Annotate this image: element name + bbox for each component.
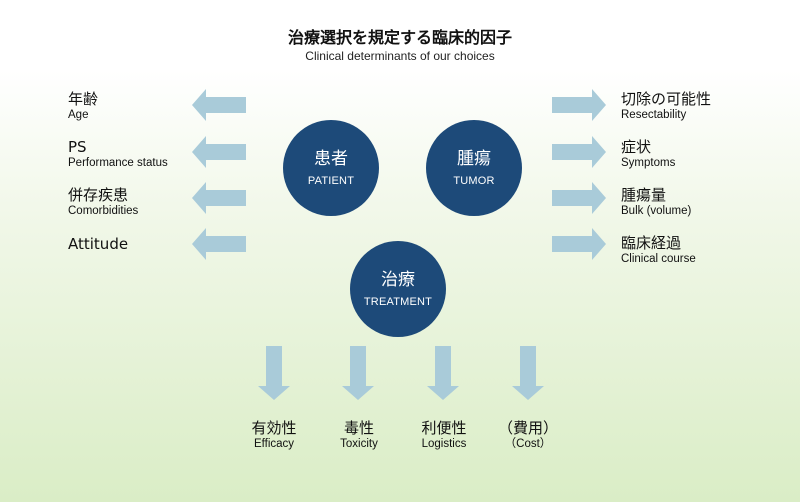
tumor-circle-jp: 腫瘍 — [457, 148, 491, 169]
factor-label-en: Bulk (volume) — [621, 205, 692, 217]
factor-label-jp: 併存疾患 — [68, 186, 129, 204]
tumor-factor-arrow — [550, 182, 606, 214]
factor-label-jp: 症状 — [621, 138, 652, 156]
tumor-factor-arrow — [550, 228, 606, 260]
outcome-label-en: Efficacy — [253, 438, 295, 450]
patient-factor-age: 年齢 Age — [68, 90, 98, 123]
outcome-label-en: Toxicity — [340, 438, 378, 450]
treatment-circle-jp: 治療 — [381, 269, 415, 290]
factor-label-en: Comorbidities — [68, 205, 139, 217]
tumor-circle-en: TUMOR — [453, 174, 495, 187]
patient-factor-attitude: Attitude — [68, 235, 128, 253]
treatment-circle-en: TREATMENT — [363, 295, 433, 308]
outcome-arrow — [342, 344, 374, 400]
diagram-title: 治療選択を規定する臨床的因子 — [287, 28, 512, 47]
outcome-arrow — [258, 344, 290, 400]
outcome-efficacy: 有効性 Efficacy — [251, 419, 296, 452]
outcome-logistics: 利便性 Logistics — [421, 419, 466, 452]
factor-label-jp: 年齢 — [68, 90, 99, 108]
factor-label-jp: 切除の可能性 — [621, 90, 712, 108]
outcome-label-jp: （費用） — [497, 419, 559, 437]
outcome-toxicity: 毒性 Toxicity — [340, 419, 378, 452]
tumor-factor-bulk: 腫瘍量 Bulk (volume) — [621, 186, 691, 219]
tumor-factor-resectability: 切除の可能性 Resectability — [621, 90, 711, 123]
outcome-cost: （費用） （Cost） — [498, 419, 558, 452]
tumor-factor-symptoms: 症状 Symptoms — [621, 138, 675, 171]
diagram-subtitle: Clinical determinants of our choices — [305, 49, 495, 63]
patient-circle: 患者 PATIENT — [283, 120, 379, 216]
factor-label-en: Symptoms — [621, 157, 676, 169]
tumor-factor-arrow — [550, 136, 606, 168]
tumor-factor-clinical-course: 臨床経過 Clinical course — [621, 234, 696, 267]
factor-label-en: Clinical course — [621, 253, 696, 265]
factor-label-jp: 臨床経過 — [621, 234, 682, 252]
tumor-factor-arrow — [550, 89, 606, 121]
patient-factor-comorbidities: 併存疾患 Comorbidities — [68, 186, 138, 219]
patient-factor-arrow — [192, 136, 248, 168]
patient-factor-arrow — [192, 182, 248, 214]
patient-factor-arrow — [192, 228, 248, 260]
patient-circle-jp: 患者 — [314, 148, 348, 169]
tumor-circle: 腫瘍 TUMOR — [426, 120, 522, 216]
factor-label-en: Performance status — [68, 157, 168, 169]
outcome-label-en: Logistics — [421, 438, 467, 450]
factor-label-en: Age — [68, 109, 89, 121]
treatment-circle: 治療 TREATMENT — [350, 241, 446, 337]
outcome-label-jp: 有効性 — [251, 419, 297, 437]
patient-factor-arrow — [192, 89, 248, 121]
factor-label-en: Resectability — [621, 109, 687, 121]
patient-factor-ps: PS Performance status — [68, 138, 168, 171]
outcome-arrow — [427, 344, 459, 400]
factor-label-jp: Attitude — [68, 235, 129, 253]
factor-label-jp: 腫瘍量 — [621, 186, 667, 204]
outcome-arrow — [512, 344, 544, 400]
factor-label-jp: PS — [68, 138, 87, 156]
patient-circle-en: PATIENT — [307, 174, 355, 187]
outcome-label-jp: 利便性 — [421, 419, 467, 437]
outcome-label-jp: 毒性 — [343, 419, 375, 437]
outcome-label-en: （Cost） — [504, 438, 552, 450]
